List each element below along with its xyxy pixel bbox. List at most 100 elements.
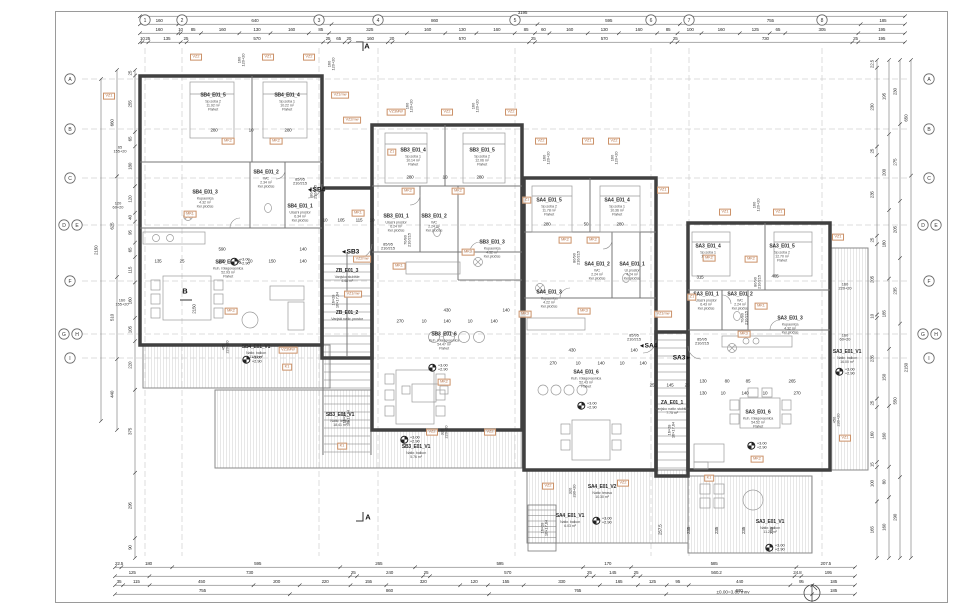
level-marker: +3.00+2.90 <box>230 257 250 267</box>
room-area: 12.06 m² <box>475 157 489 163</box>
wall-tag-vz1: VZ1 <box>773 208 785 216</box>
interior-dim: 25 <box>179 258 185 264</box>
room-area: 16.00 m² <box>840 358 854 364</box>
wall-tag-mk2: MK2 <box>437 378 451 386</box>
window-size-value: 230+20 <box>572 484 577 498</box>
dim-value: 25 <box>672 36 678 41</box>
dim-value: 160 <box>155 18 163 23</box>
interior-dim: 25 <box>649 382 655 388</box>
dim-value: 130 <box>458 27 466 32</box>
room-floor: Ker.pločice <box>196 203 214 209</box>
level-point-icon <box>400 436 409 444</box>
dim-value: 220 <box>127 361 133 370</box>
room-code: SB3_E01_V1 <box>401 443 431 450</box>
wall-tag-vz2: VZ2 <box>190 53 202 61</box>
dim-value: 85 <box>523 27 529 32</box>
interior-dim: 280 <box>406 174 414 180</box>
room-code: SB3_E01_4 <box>400 147 426 154</box>
level-value: +2.90 <box>409 439 420 444</box>
wall-tag-vz1: VZ1 <box>657 186 669 194</box>
room-code: SB3_E01_6 <box>431 331 457 338</box>
door-size-value: 85/95 <box>697 336 707 342</box>
room-floor: Parket <box>207 106 219 112</box>
interior-dim: 130 <box>699 390 707 396</box>
interior-dim: 270 <box>218 258 226 264</box>
room-code: SB3_E01_1 <box>383 213 409 220</box>
window-size-value: 220+20 <box>838 286 852 291</box>
interior-dim: 140 <box>639 360 647 366</box>
dim-value: 765 <box>574 588 582 593</box>
interior-dim: 140 <box>443 318 451 324</box>
window-size-value: 120+20 <box>409 99 414 113</box>
dim-value: 90 <box>127 545 133 551</box>
door-size-value: 210/215 <box>694 341 710 346</box>
entry-marker-sb3: ◄SB3 <box>341 249 360 256</box>
room-area: 52.93 m² <box>221 269 235 275</box>
dim-value: 10 <box>178 27 183 32</box>
dim-value: 320 <box>419 579 427 584</box>
interior-dim: 10 <box>762 390 768 396</box>
room-name: Sp.soba 2 <box>541 203 557 209</box>
room-floor: Ker.pločice <box>588 275 606 281</box>
section-mark-a-bottom: A <box>365 512 371 522</box>
room-code: SB4_E01_2 <box>253 169 279 176</box>
room-code: SA4_E01_1 <box>619 261 645 268</box>
dim-value: 595 <box>605 18 613 23</box>
room-area: 52.43 m² <box>579 379 593 385</box>
dim-value: 85 <box>190 27 196 32</box>
grid-bubble-row-E: E <box>75 223 79 229</box>
level-marker: +3.00+2.90 <box>428 363 448 373</box>
room-name: Ulazni prostor <box>289 209 311 215</box>
wall-tag-mk2: MK2 <box>401 187 415 195</box>
wall-tag-vz1: VZ1 <box>832 233 844 241</box>
dim-value: 120 <box>470 579 478 584</box>
entry-arrow-icon: ◄ <box>306 187 313 194</box>
wall-tag-vz2mw: VZ2mw <box>343 116 361 124</box>
wall-tag-vz2: VZ2 <box>505 108 517 116</box>
dim-value: 25 <box>530 36 536 41</box>
wall-tag-mk2: MK2 <box>451 187 465 195</box>
interior-dim: 10 <box>720 390 726 396</box>
dim-value: 25 <box>145 36 151 41</box>
level-point-icon <box>230 258 239 266</box>
entry-arrow-icon: ► <box>685 355 692 362</box>
dim-value: 160 <box>155 27 163 32</box>
room-name: Vanjski natkr. prostor <box>331 315 363 321</box>
dim-value: 160 <box>566 27 574 32</box>
level-point-icon <box>428 364 437 372</box>
grid-bubble-row-G: G <box>62 332 66 338</box>
dim-value: 570 <box>458 36 466 41</box>
level-value: +2.90 <box>601 520 612 525</box>
level-point-icon <box>577 402 586 410</box>
dim-value: 185 <box>830 588 838 593</box>
dim-value: 305 <box>818 27 826 32</box>
dim-value: 570 <box>504 570 512 575</box>
room-name: Kupaonica <box>196 195 214 201</box>
dim-value: 25 <box>869 148 875 154</box>
level-value: +3.00 <box>251 354 262 360</box>
room-code: SA3_E01_1 <box>693 291 719 298</box>
room-area: 2.24 m² <box>734 301 746 307</box>
door-size-value: 210/215 <box>576 250 581 266</box>
room-area: 5.76 m² <box>410 453 422 459</box>
dim-value: 650 <box>903 114 909 122</box>
room-code: SA3_E01_4 <box>695 243 721 250</box>
room-name: Natkr. balkon <box>759 524 781 530</box>
room-area: 4.24 m² <box>626 271 638 277</box>
room-floor: Parket <box>543 211 555 217</box>
interior-dim: 10 <box>369 217 375 223</box>
